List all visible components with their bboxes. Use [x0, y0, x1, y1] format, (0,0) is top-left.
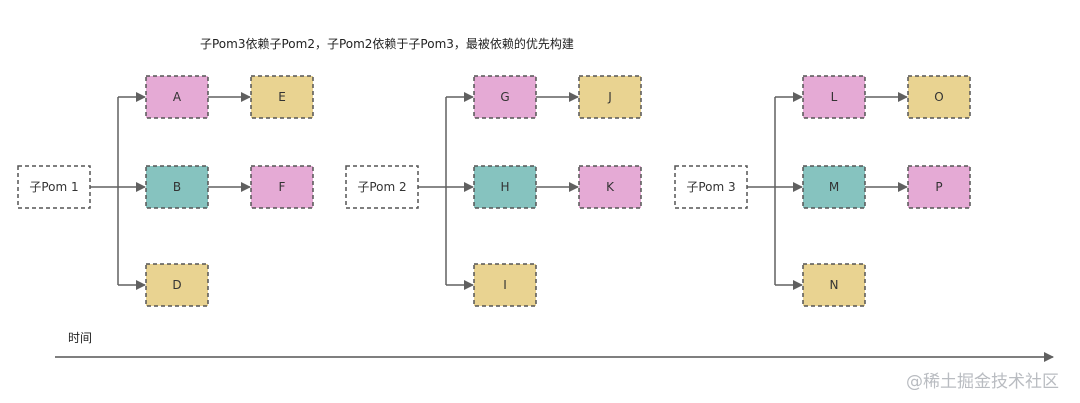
watermark: @稀土掘金技术社区	[906, 372, 1059, 392]
sub-pom-3-label: 子Pom 3	[686, 180, 735, 194]
module-i-box	[473, 263, 537, 307]
module-d-label: D	[172, 278, 181, 292]
module-a-box	[145, 75, 209, 119]
module-p: P	[907, 165, 971, 209]
module-f-box	[250, 165, 314, 209]
sub-pom-1-box	[17, 165, 91, 209]
module-l-label: L	[831, 90, 838, 104]
module-i-label: I	[503, 278, 507, 292]
module-e-box	[250, 75, 314, 119]
module-f-label: F	[279, 180, 286, 194]
module-h: H	[473, 165, 537, 209]
module-b-box	[145, 165, 209, 209]
module-e-label: E	[278, 90, 286, 104]
module-a-label: A	[173, 90, 182, 104]
module-h-box	[473, 165, 537, 209]
module-k-label: K	[606, 180, 615, 194]
module-k: K	[578, 165, 642, 209]
module-m-label: M	[829, 180, 839, 194]
module-l-box	[802, 75, 866, 119]
module-f: F	[250, 165, 314, 209]
module-j: J	[578, 75, 642, 119]
sub-pom-1-label: 子Pom 1	[29, 180, 78, 194]
pom-groups: A E B F D 子Pom 1 G J H K I 子Pom 2 L O M P N 子Pom 3	[17, 75, 971, 307]
module-o-label: O	[934, 90, 943, 104]
module-j-box	[578, 75, 642, 119]
sub-pom-2-box	[345, 165, 419, 209]
module-e: E	[250, 75, 314, 119]
module-o: O	[907, 75, 971, 119]
module-k-box	[578, 165, 642, 209]
module-o-box	[907, 75, 971, 119]
module-b-label: B	[173, 180, 181, 194]
module-b: B	[145, 165, 209, 209]
sub-pom-2: 子Pom 2	[345, 165, 419, 209]
module-g: G	[473, 75, 537, 119]
module-g-label: G	[500, 90, 509, 104]
sub-pom-2-label: 子Pom 2	[357, 180, 406, 194]
module-p-label: P	[935, 180, 942, 194]
sub-pom-3-box	[674, 165, 748, 209]
sub-pom-3: 子Pom 3	[674, 165, 748, 209]
module-m: M	[802, 165, 866, 209]
module-n-box	[802, 263, 866, 307]
diagram-title: 子Pom3依赖子Pom2，子Pom2依赖于子Pom3，最被依赖的优先构建	[200, 36, 574, 51]
module-i: I	[473, 263, 537, 307]
module-g-box	[473, 75, 537, 119]
module-d-box	[145, 263, 209, 307]
module-m-box	[802, 165, 866, 209]
module-l: L	[802, 75, 866, 119]
module-h-label: H	[500, 180, 509, 194]
sub-pom-1: 子Pom 1	[17, 165, 91, 209]
module-j-label: J	[607, 90, 612, 104]
module-a: A	[145, 75, 209, 119]
module-n-label: N	[830, 278, 839, 292]
module-n: N	[802, 263, 866, 307]
module-p-box	[907, 165, 971, 209]
module-d: D	[145, 263, 209, 307]
timeline-label: 时间	[68, 331, 92, 345]
